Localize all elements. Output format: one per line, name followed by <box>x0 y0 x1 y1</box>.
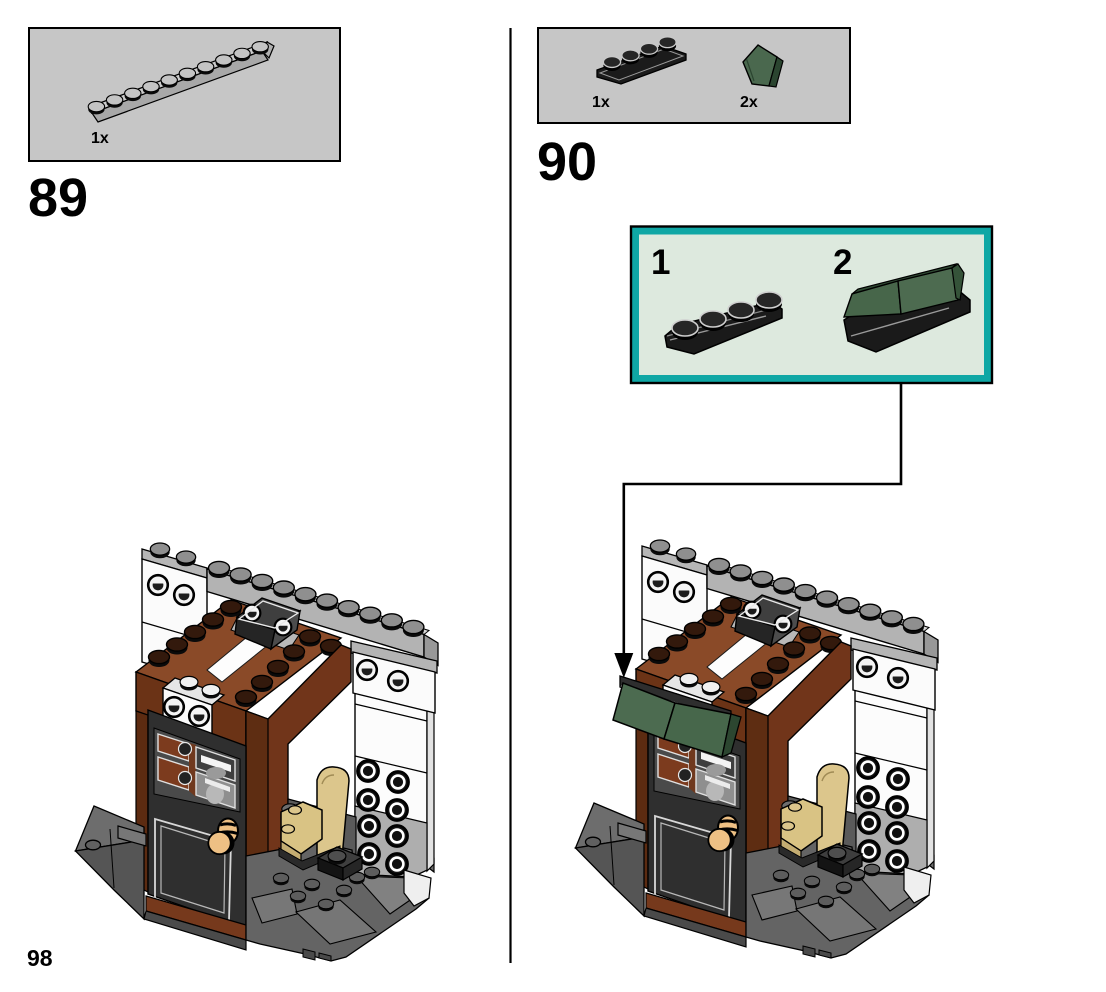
svg-text:89: 89 <box>28 168 88 228</box>
svg-text:98: 98 <box>27 945 53 971</box>
svg-text:2x: 2x <box>740 94 758 111</box>
svg-text:1x: 1x <box>91 130 109 147</box>
svg-text:1x: 1x <box>592 94 610 111</box>
svg-text:90: 90 <box>537 132 597 192</box>
svg-text:2: 2 <box>833 243 852 282</box>
svg-text:1: 1 <box>651 243 670 282</box>
